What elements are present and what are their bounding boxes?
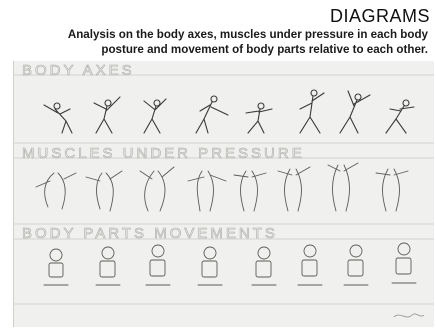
page-title: DIAGRAMS: [330, 6, 430, 27]
muscle-sketch: [328, 163, 358, 211]
body-part-sketch: [298, 245, 322, 285]
body-part-sketch: [146, 245, 170, 285]
stick-figure: [196, 96, 228, 133]
section-label-body-axes: BODY AXES: [22, 62, 135, 79]
stick-figure: [144, 99, 166, 133]
muscle-sketch: [188, 171, 226, 211]
body-part-sketch: [344, 245, 368, 285]
body-part-sketch: [392, 243, 416, 283]
muscle-sketch: [140, 167, 174, 211]
stick-figure: [44, 103, 72, 133]
muscles-row: [36, 163, 408, 211]
body-parts-row: [44, 243, 416, 285]
body-part-sketch: [96, 247, 120, 285]
signature-scribble: [394, 314, 424, 317]
muscle-sketch: [376, 169, 408, 211]
body-part-sketch: [252, 247, 276, 285]
section-label-muscles: MUSCLES UNDER PRESSURE: [22, 145, 305, 162]
muscle-sketch: [36, 173, 76, 209]
body-part-sketch: [198, 247, 222, 285]
sketch-sheet: BODY AXES MUSCLES UNDER PRESSURE BODY PA…: [13, 61, 434, 327]
subtitle-line-1: Analysis on the body axes, muscles under…: [48, 27, 428, 42]
muscle-sketch: [278, 167, 310, 211]
sketch-drawing: BODY AXES MUSCLES UNDER PRESSURE BODY PA…: [14, 61, 434, 327]
stick-figure: [246, 103, 272, 133]
page-subtitle: Analysis on the body axes, muscles under…: [48, 27, 428, 57]
section-label-body-parts: BODY PARTS MOVEMENTS: [22, 225, 278, 242]
muscle-sketch: [234, 171, 266, 211]
body-part-sketch: [44, 249, 68, 285]
muscle-sketch: [86, 171, 122, 211]
stick-figure: [340, 91, 370, 133]
body-axes-row: [44, 90, 414, 133]
subtitle-line-2: posture and movement of body parts relat…: [48, 42, 428, 57]
stick-figure: [300, 90, 324, 133]
stick-figure: [386, 100, 414, 133]
stick-figure: [94, 97, 120, 133]
